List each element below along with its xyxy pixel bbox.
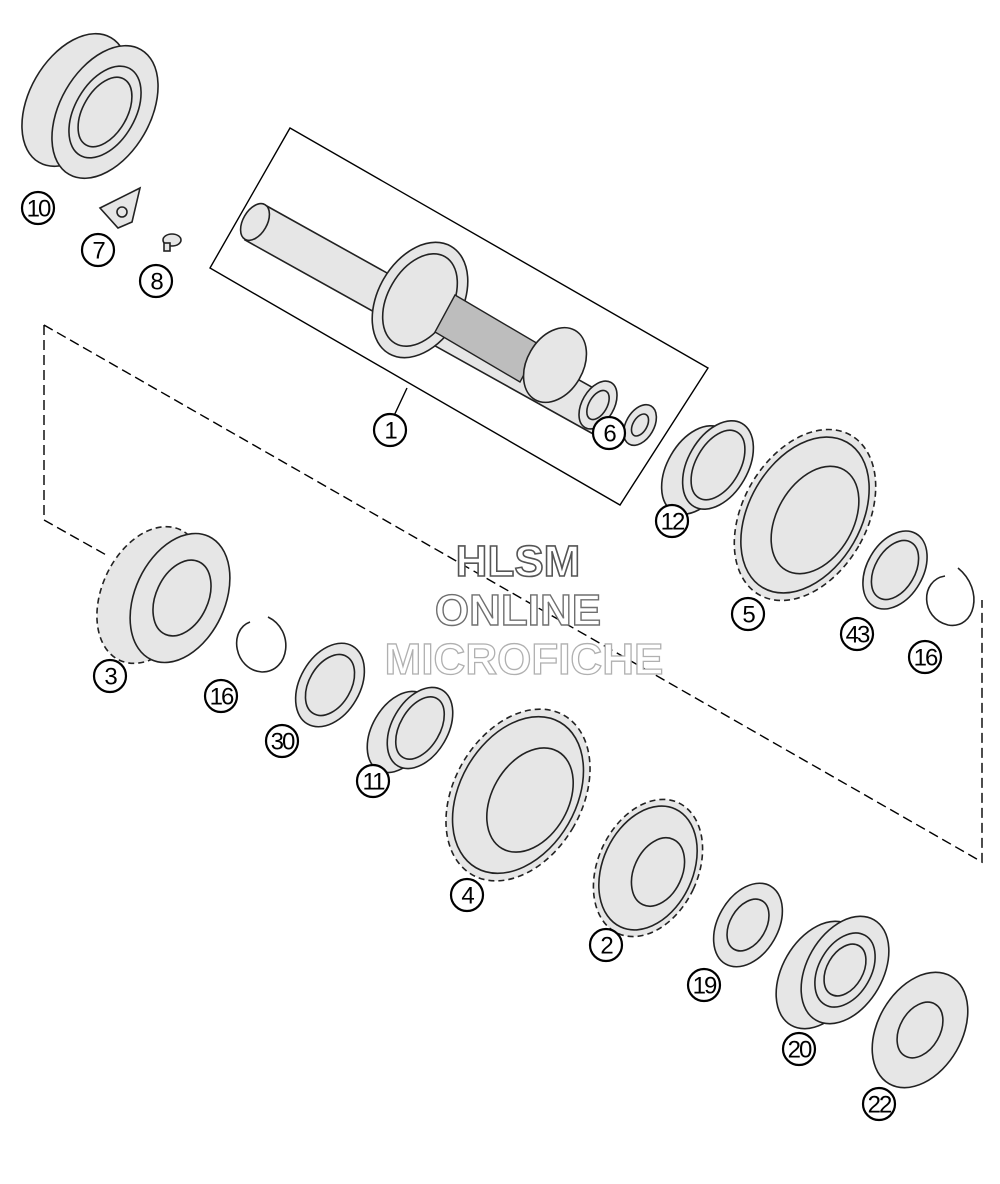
dashed-assembly-line — [43, 324, 983, 864]
watermark-line-3: MICROFICHE — [385, 635, 664, 684]
callout-2: 2 — [588, 927, 624, 963]
callout-circle — [861, 1086, 897, 1122]
callout-circle — [839, 616, 875, 652]
gear-5 — [733, 428, 877, 602]
callout-label: 16 — [914, 645, 938, 672]
callout-3: 3 — [92, 658, 128, 694]
callout-label: 6 — [603, 421, 616, 448]
shim-22 — [871, 971, 969, 1089]
callout-label: 10 — [27, 196, 51, 223]
lock-plate-hole — [116, 206, 128, 218]
callout-circle — [449, 877, 485, 913]
callout-circle — [80, 232, 116, 268]
callout-16: 16 — [203, 678, 239, 714]
bearing-10 — [21, 32, 159, 180]
callout-7: 7 — [80, 232, 116, 268]
bearing-20 — [775, 915, 890, 1030]
callout-label: 19 — [693, 973, 717, 1000]
callout-label: 2 — [600, 933, 613, 960]
callout-circle — [730, 596, 766, 632]
callout-label: 11 — [363, 769, 386, 796]
callout-circle — [372, 412, 408, 448]
callout-label: 4 — [461, 883, 474, 910]
watermark-line-2: ONLINE — [435, 586, 601, 635]
callout-12: 12 — [654, 503, 690, 539]
callout-6: 6 — [591, 415, 627, 451]
callout-label: 16 — [210, 684, 234, 711]
callout-circle — [264, 723, 300, 759]
callout-11: 11 — [355, 763, 391, 799]
callout-30: 30 — [264, 723, 300, 759]
gear-3 — [96, 525, 231, 665]
callout-label: 43 — [846, 622, 870, 649]
callout-label: 20 — [788, 1037, 812, 1064]
screw-8 — [162, 233, 182, 252]
gear-4 — [445, 708, 591, 882]
callout-circle — [588, 927, 624, 963]
callout-circle — [781, 1031, 817, 1067]
callout-circle — [92, 658, 128, 694]
callout-circle — [20, 190, 56, 226]
washer-19 — [712, 882, 784, 968]
washer-43 — [862, 530, 928, 610]
callout-label: 30 — [271, 729, 295, 756]
callout-circle — [907, 639, 943, 675]
callout-circle — [203, 678, 239, 714]
callout-circle — [591, 415, 627, 451]
callout-label: 3 — [104, 664, 117, 691]
needle-bearing-11 — [366, 686, 454, 774]
callout-label: 12 — [661, 509, 685, 536]
watermark-line-1: HLSM — [456, 537, 581, 586]
callout-circle — [355, 763, 391, 799]
shaft-assembly-frame — [209, 127, 709, 506]
callout-43: 43 — [839, 616, 875, 652]
callout-4: 4 — [449, 877, 485, 913]
callout-16: 16 — [907, 639, 943, 675]
callout-label: 1 — [384, 418, 397, 445]
gear-2 — [592, 798, 704, 938]
callout-label: 22 — [868, 1092, 892, 1119]
callout-circle — [686, 967, 722, 1003]
callout-8: 8 — [138, 263, 174, 299]
callout-10: 10 — [20, 190, 56, 226]
callout-22: 22 — [861, 1086, 897, 1122]
callout-circle — [138, 263, 174, 299]
callout-5: 5 — [730, 596, 766, 632]
main-shaft-1 — [239, 202, 618, 437]
spacer-6 — [622, 403, 658, 447]
circlip-16-right — [925, 567, 975, 627]
circlip-16-left — [235, 616, 287, 673]
washer-30 — [294, 642, 366, 728]
callout-20: 20 — [781, 1031, 817, 1067]
callout-19: 19 — [686, 967, 722, 1003]
callout-label: 7 — [92, 238, 105, 265]
callout-label: 5 — [742, 602, 755, 629]
callout-1: 1 — [372, 412, 408, 448]
callout-label: 8 — [150, 269, 163, 296]
callout-circle — [654, 503, 690, 539]
